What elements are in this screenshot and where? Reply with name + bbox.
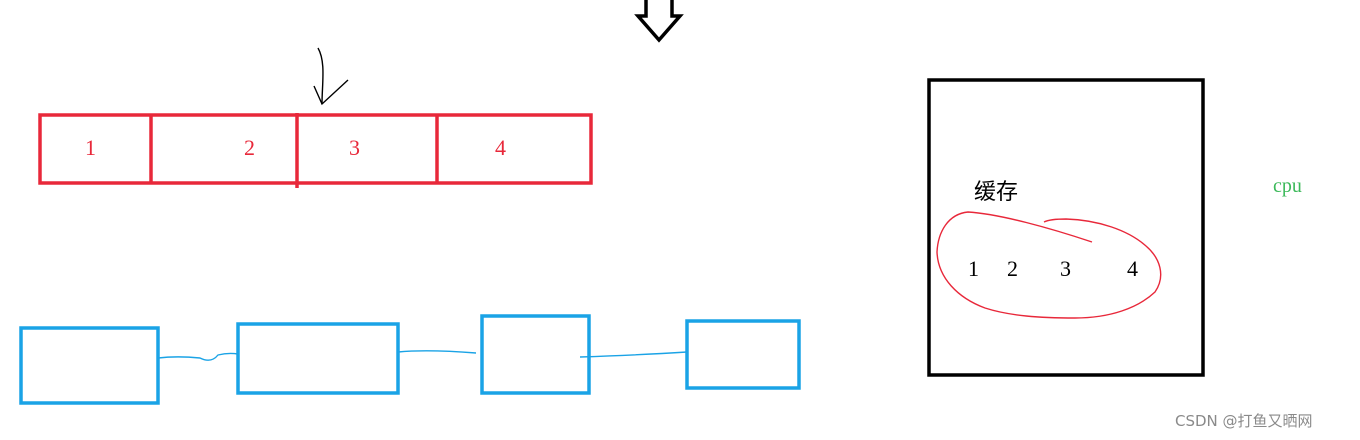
list-node: [480, 314, 591, 395]
cache-box: 缓存 1 2 3 4: [927, 78, 1205, 377]
array-cell-label: 4: [495, 135, 506, 160]
cache-item: 4: [1127, 256, 1138, 281]
pointer-arrow-icon: [313, 47, 349, 106]
list-link: [157, 352, 239, 361]
list-node: [19, 326, 160, 405]
list-link: [397, 350, 477, 354]
cache-item: 2: [1007, 256, 1018, 281]
array-cell-label: 3: [349, 135, 360, 160]
list-node: [685, 319, 801, 390]
cache-outline: [927, 78, 1205, 377]
array-block: 1 2 3 4: [38, 113, 593, 188]
list-node: [236, 322, 400, 395]
top-down-arrow-icon: [634, 0, 684, 43]
csdn-watermark: CSDN @打鱼又晒网: [1175, 412, 1313, 430]
cache-title: 缓存: [974, 180, 1018, 205]
list-link: [579, 351, 688, 358]
cache-item: 3: [1060, 256, 1071, 281]
cache-item: 1: [968, 256, 979, 281]
array-cell-label: 2: [244, 135, 255, 160]
cache-circle: [936, 211, 1162, 319]
array-cell-label: 1: [85, 135, 96, 160]
cpu-label: cpu: [1273, 175, 1302, 197]
linked-list: [19, 314, 801, 405]
array-outline: [38, 113, 593, 185]
